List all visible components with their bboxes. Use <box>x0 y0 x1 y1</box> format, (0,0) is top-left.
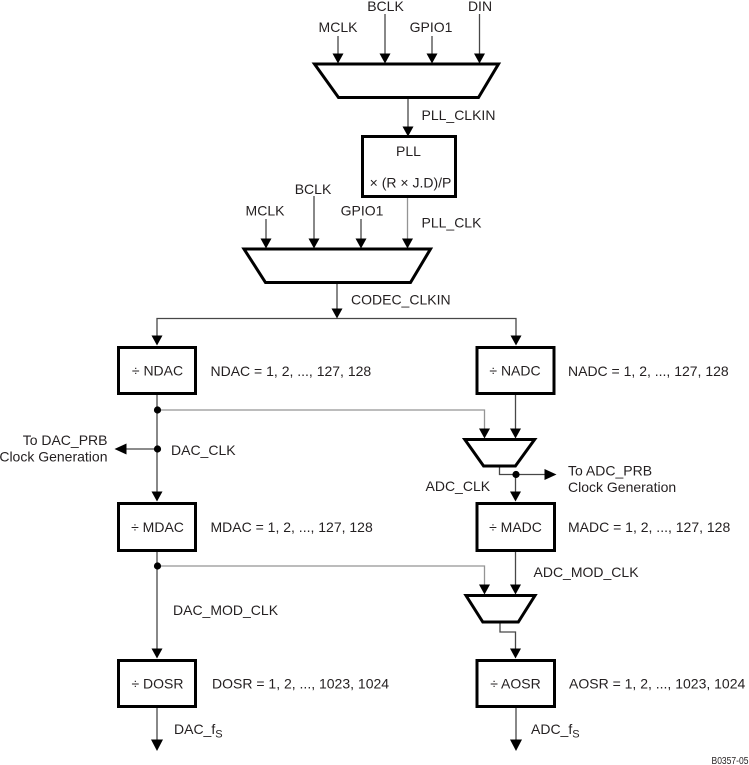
svg-text:× (R × J.D)/P: × (R × J.D)/P <box>370 175 452 191</box>
svg-text:BCLK: BCLK <box>295 181 332 197</box>
svg-text:AOSR = 1, 2, ..., 1023, 1024: AOSR = 1, 2, ..., 1023, 1024 <box>569 676 745 692</box>
svg-text:÷ NADC: ÷ NADC <box>489 363 540 379</box>
svg-text:DAC_MOD_CLK: DAC_MOD_CLK <box>173 602 279 618</box>
svg-text:÷ DOSR: ÷ DOSR <box>131 676 183 692</box>
svg-text:PLL_CLK: PLL_CLK <box>422 215 483 231</box>
svg-text:MADC = 1, 2, ..., 127, 128: MADC = 1, 2, ..., 127, 128 <box>568 519 730 535</box>
svg-text:DAC_CLK: DAC_CLK <box>171 442 236 458</box>
svg-text:÷ MDAC: ÷ MDAC <box>131 519 184 535</box>
svg-text:÷ NDAC: ÷ NDAC <box>132 363 183 379</box>
svg-text:DAC_fS: DAC_fS <box>174 721 223 741</box>
svg-text:ADC_fS: ADC_fS <box>531 721 580 741</box>
svg-text:BCLK: BCLK <box>367 0 404 14</box>
svg-text:To ADC_PRB: To ADC_PRB <box>568 463 652 479</box>
svg-text:To DAC_PRB: To DAC_PRB <box>23 432 108 448</box>
svg-text:CODEC_CLKIN: CODEC_CLKIN <box>351 292 451 308</box>
svg-text:DOSR = 1, 2, ..., 1023, 1024: DOSR = 1, 2, ..., 1023, 1024 <box>212 676 389 692</box>
svg-text:NADC = 1, 2, ..., 127, 128: NADC = 1, 2, ..., 127, 128 <box>568 363 729 379</box>
svg-text:ADC_CLK: ADC_CLK <box>426 478 491 494</box>
svg-text:NDAC = 1, 2, ..., 127, 128: NDAC = 1, 2, ..., 127, 128 <box>211 363 372 379</box>
svg-text:ADC_MOD_CLK: ADC_MOD_CLK <box>534 564 640 580</box>
svg-text:MCLK: MCLK <box>319 19 359 35</box>
svg-text:B0357-05: B0357-05 <box>712 756 749 765</box>
svg-text:MCLK: MCLK <box>246 203 286 219</box>
svg-text:PLL_CLKIN: PLL_CLKIN <box>422 107 496 123</box>
svg-text:PLL: PLL <box>396 143 421 159</box>
svg-text:DIN: DIN <box>468 0 492 14</box>
svg-text:÷ AOSR: ÷ AOSR <box>490 676 540 692</box>
svg-text:GPIO1: GPIO1 <box>341 203 384 219</box>
svg-text:GPIO1: GPIO1 <box>410 19 453 35</box>
svg-text:÷ MADC: ÷ MADC <box>489 519 542 535</box>
svg-text:Clock Generation: Clock Generation <box>0 449 108 465</box>
svg-text:MDAC = 1, 2, ..., 127, 128: MDAC = 1, 2, ..., 127, 128 <box>211 519 373 535</box>
svg-text:Clock Generation: Clock Generation <box>568 479 676 495</box>
